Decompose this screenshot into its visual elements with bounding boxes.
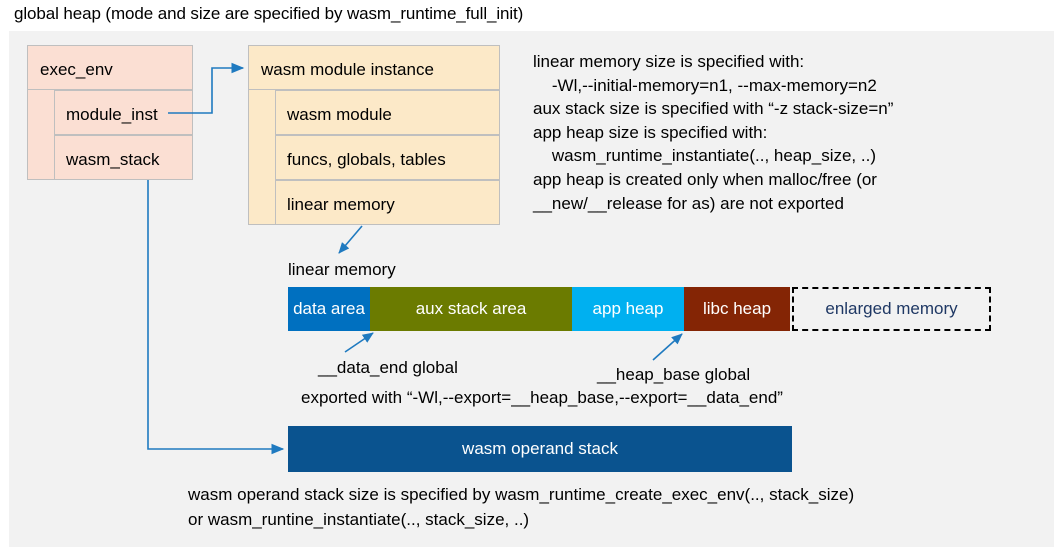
operand-stack-notes: wasm operand stack size is specified by …: [188, 485, 855, 529]
exec-env-field-module-inst: module_inst: [54, 90, 193, 135]
memory-segment-libc-heap: libc heap: [684, 287, 790, 331]
module-instance-field-funcs-globals-tables: funcs, globals, tables: [275, 135, 500, 180]
module-instance-label: wasm module instance: [261, 60, 434, 79]
exec-env-header: exec_env: [27, 45, 193, 90]
memory-config-notes: linear memory size is specified with: -W…: [533, 52, 894, 213]
linear-memory-field-label: linear memory: [287, 195, 395, 214]
linear-memory-bar-label: linear memory: [288, 260, 396, 279]
wasm-operand-stack-bar: wasm operand stack: [288, 426, 792, 472]
memory-segment-label: aux stack area: [415, 299, 527, 318]
exec-env-field-wasm-stack: wasm_stack: [54, 135, 193, 180]
wasm-operand-stack-label: wasm operand stack: [462, 439, 618, 458]
memory-segment-label: data area: [293, 299, 365, 318]
module-instance-field-linear-memory: linear memory: [275, 180, 500, 225]
module-instance-field-wasm-module: wasm module: [275, 90, 500, 135]
memory-segment-app-heap: app heap: [572, 287, 684, 331]
memory-segment-data area: data area: [288, 287, 370, 331]
memory-segment-label: enlarged memory: [825, 299, 958, 318]
linear-memory-bar: data area aux stack area app heap libc heap…: [288, 287, 991, 331]
funcs-globals-tables-label: funcs, globals, tables: [287, 150, 446, 169]
annotation-heap-base: __heap_base global: [597, 365, 751, 384]
diagram-title: global heap (mode and size are specified…: [14, 4, 524, 23]
memory-segment-label: app heap: [592, 299, 664, 318]
module-instance-header: wasm module instance: [248, 45, 500, 90]
module-inst-label: module_inst: [66, 105, 158, 124]
memory-segment-enlarged-memory: enlarged memory: [792, 287, 991, 331]
wasm-stack-label: wasm_stack: [66, 150, 160, 169]
annotation-data-end: __data_end global: [318, 358, 458, 377]
wasm-module-label: wasm module: [287, 105, 392, 124]
annotation-exported-with: exported with “-Wl,--export=__heap_base,…: [301, 388, 783, 407]
memory-segment-label: libc heap: [702, 299, 772, 318]
memory-segment-aux-stack-area: aux stack area: [370, 287, 572, 331]
exec-env-label: exec_env: [40, 60, 113, 79]
